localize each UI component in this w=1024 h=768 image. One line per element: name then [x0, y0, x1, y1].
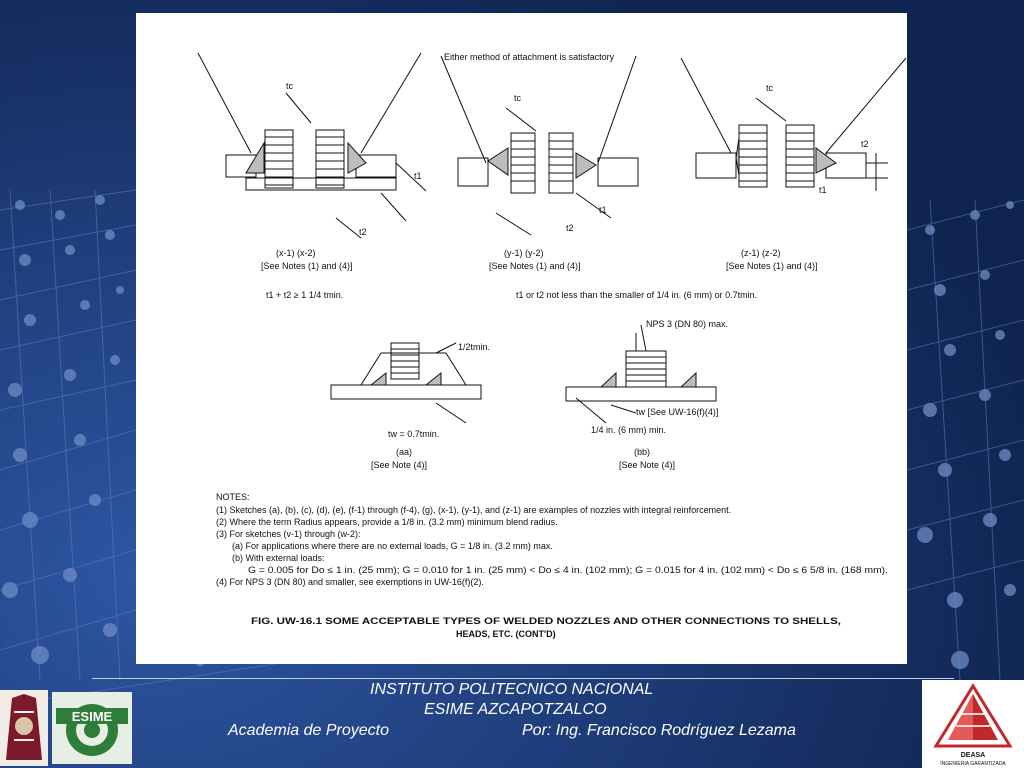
ipn-logo: [0, 690, 48, 766]
deasa-logo-text: DEASA: [961, 752, 986, 759]
footer-course: Academia de Proyecto: [228, 722, 389, 739]
half-tmin-label: 1/2tmin.: [458, 342, 490, 352]
tc-label-z: tc: [766, 83, 774, 93]
notes-heading: NOTES:: [216, 492, 250, 502]
note-3a: (a) For applications where there are no …: [232, 541, 553, 551]
nps-label: NPS 3 (DN 80) max.: [646, 319, 728, 329]
quarter-inch-min: 1/4 in. (6 mm) min.: [591, 425, 666, 435]
footer-institution: INSTITUTO POLITECNICO NACIONAL: [370, 681, 654, 698]
aa-label: (aa): [396, 447, 412, 457]
tc-label-y: tc: [514, 93, 522, 103]
z-sketch-labels: (z-1) (z-2): [741, 248, 781, 258]
t2-label-z: t2: [861, 139, 869, 149]
note-3b: (b) With external loads:: [232, 553, 325, 563]
z-sketch-notes: [See Notes (1) and (4)]: [726, 261, 818, 271]
nozzle-weld-diagram: Either method of attachment is satisfact…: [197, 52, 907, 639]
sketch-y1-y2: [457, 107, 639, 236]
note-3: (3) For sketches (v-1) through (w-2):: [216, 529, 361, 539]
y-sketch-notes: [See Notes (1) and (4)]: [489, 261, 581, 271]
tc-label-x: tc: [286, 81, 294, 91]
x-sketch-labels: (x-1) (x-2): [276, 248, 316, 258]
aa-note: [See Note (4)]: [371, 460, 427, 470]
t2-label-x: t2: [359, 227, 367, 237]
note-2: (2) Where the term Radius appears, provi…: [216, 517, 558, 527]
t2-label-y: t2: [566, 223, 574, 233]
callout-line: [440, 55, 637, 164]
callout-line: [680, 57, 907, 154]
t1-label-x: t1: [414, 171, 422, 181]
bb-label: (bb): [634, 447, 650, 457]
callout-line: [197, 52, 422, 154]
formula-left: t1 + t2 ≥ 1 1/4 tmin.: [266, 290, 343, 300]
figure-caption-line1: FIG. UW-16.1 SOME ACCEPTABLE TYPES OF WE…: [251, 616, 841, 626]
sketch-z1-z2: [695, 97, 888, 191]
x-sketch-notes: [See Notes (1) and (4)]: [261, 261, 353, 271]
footer-author: Por: Ing. Francisco Rodríguez Lezama: [522, 722, 796, 739]
top-callout-label: Either method of attachment is satisfact…: [444, 52, 615, 62]
deasa-logo: DEASA INGENIERIA GARANTIZADA: [922, 680, 1024, 768]
y-sketch-labels: (y-1) (y-2): [504, 248, 544, 258]
tw-formula: tw = 0.7tmin.: [388, 429, 439, 439]
formula-right: t1 or t2 not less than the smaller of 1/…: [516, 290, 757, 300]
sketch-aa: [330, 342, 482, 424]
footer-school: ESIME AZCAPOTZALCO: [424, 701, 607, 718]
deasa-logo-subtext: INGENIERIA GARANTIZADA: [940, 761, 1006, 767]
note-3b-values: G = 0.005 for Do ≤ 1 in. (25 mm); G = 0.…: [248, 565, 888, 575]
tw-reference: tw [See UW-16(f)(4)]: [636, 407, 718, 417]
bb-note: [See Note (4)]: [619, 460, 675, 470]
t1-label-y: t1: [599, 205, 607, 215]
figure-sheet: Either method of attachment is satisfact…: [136, 13, 907, 664]
sketch-bb: [565, 324, 717, 424]
footer-divider: [92, 678, 954, 679]
note-4: (4) For NPS 3 (DN 80) and smaller, see e…: [216, 577, 484, 587]
esime-logo-text: ESIME: [72, 709, 113, 724]
note-1: (1) Sketches (a), (b), (c), (d), (e), (f…: [216, 505, 731, 515]
sketch-x1-x2: [225, 92, 427, 239]
esime-logo: ESIME: [52, 692, 132, 764]
figure-caption-line2: HEADS, ETC. (CONT'D): [456, 629, 556, 639]
t1-label-z: t1: [819, 185, 827, 195]
